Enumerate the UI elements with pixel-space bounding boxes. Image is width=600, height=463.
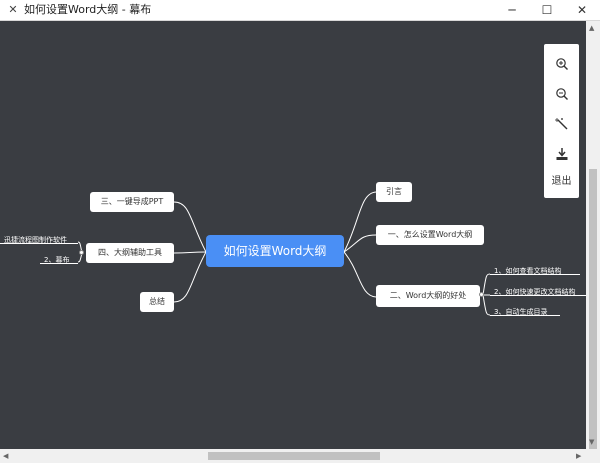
leaf-underline xyxy=(0,243,78,244)
scroll-down-icon[interactable]: ▼ xyxy=(589,438,595,446)
magic-wand-icon xyxy=(554,118,567,130)
window-title: 如何设置Word大纲 - 幕布 xyxy=(24,3,152,16)
zoom-out-button[interactable] xyxy=(544,80,579,108)
collapse-dot-tools[interactable] xyxy=(79,250,84,255)
scroll-left-icon[interactable]: ◀ xyxy=(3,452,9,460)
node-how-to-set-outline[interactable]: 一、怎么设置Word大纲 xyxy=(376,225,484,245)
maximize-button[interactable]: ☐ xyxy=(541,3,553,17)
vertical-scrollbar[interactable]: ▲ ▼ xyxy=(586,21,600,461)
node-outline-tools[interactable]: 四、大纲辅助工具 xyxy=(86,243,174,263)
close-button[interactable]: ✕ xyxy=(576,3,588,17)
node-export-ppt[interactable]: 三、一键导成PPT xyxy=(90,192,174,212)
leaf-underline xyxy=(490,315,560,316)
zoom-out-icon xyxy=(555,88,568,100)
leaf-flowchart-software[interactable]: 迅捷流程图制作软件 xyxy=(4,236,67,244)
leaf-generate-toc[interactable]: 3、自动生成目录 xyxy=(494,308,548,316)
title-bar: ✕ 如何设置Word大纲 - 幕布 ─ ☐ ✕ xyxy=(0,0,600,21)
mindmap-canvas[interactable]: 如何设置Word大纲 引言 一、怎么设置Word大纲 二、Word大纲的好处 1… xyxy=(0,21,586,449)
app-icon: ✕ xyxy=(8,3,18,16)
magic-wand-button[interactable] xyxy=(544,110,579,138)
horizontal-scrollbar[interactable]: ◀ ▶ xyxy=(0,449,600,463)
download-button[interactable] xyxy=(544,140,579,168)
vertical-scroll-thumb[interactable] xyxy=(589,169,597,461)
leaf-mubu[interactable]: 2、幕布 xyxy=(44,256,70,264)
zoom-in-icon xyxy=(555,58,568,70)
horizontal-scroll-thumb[interactable] xyxy=(208,452,380,460)
node-intro[interactable]: 引言 xyxy=(376,182,412,202)
exit-button[interactable]: 退出 xyxy=(551,176,572,187)
central-topic[interactable]: 如何设置Word大纲 xyxy=(206,235,344,267)
leaf-underline xyxy=(490,274,580,275)
scroll-right-icon[interactable]: ▶ xyxy=(576,452,582,460)
zoom-toolbar: 退出 xyxy=(544,44,579,198)
node-summary[interactable]: 总结 xyxy=(140,292,174,312)
minimize-button[interactable]: ─ xyxy=(508,3,516,17)
zoom-in-button[interactable] xyxy=(544,50,579,78)
node-outline-benefits[interactable]: 二、Word大纲的好处 xyxy=(376,285,480,307)
download-icon xyxy=(556,148,567,160)
scroll-up-icon[interactable]: ▲ xyxy=(589,24,595,32)
leaf-underline xyxy=(40,263,78,264)
leaf-view-structure[interactable]: 1、如何查看文档结构 xyxy=(494,267,562,275)
leaf-underline xyxy=(490,295,586,296)
collapse-dot-benefits[interactable] xyxy=(479,292,484,297)
leaf-change-structure[interactable]: 2、如何快速更改文档结构 xyxy=(494,288,576,296)
